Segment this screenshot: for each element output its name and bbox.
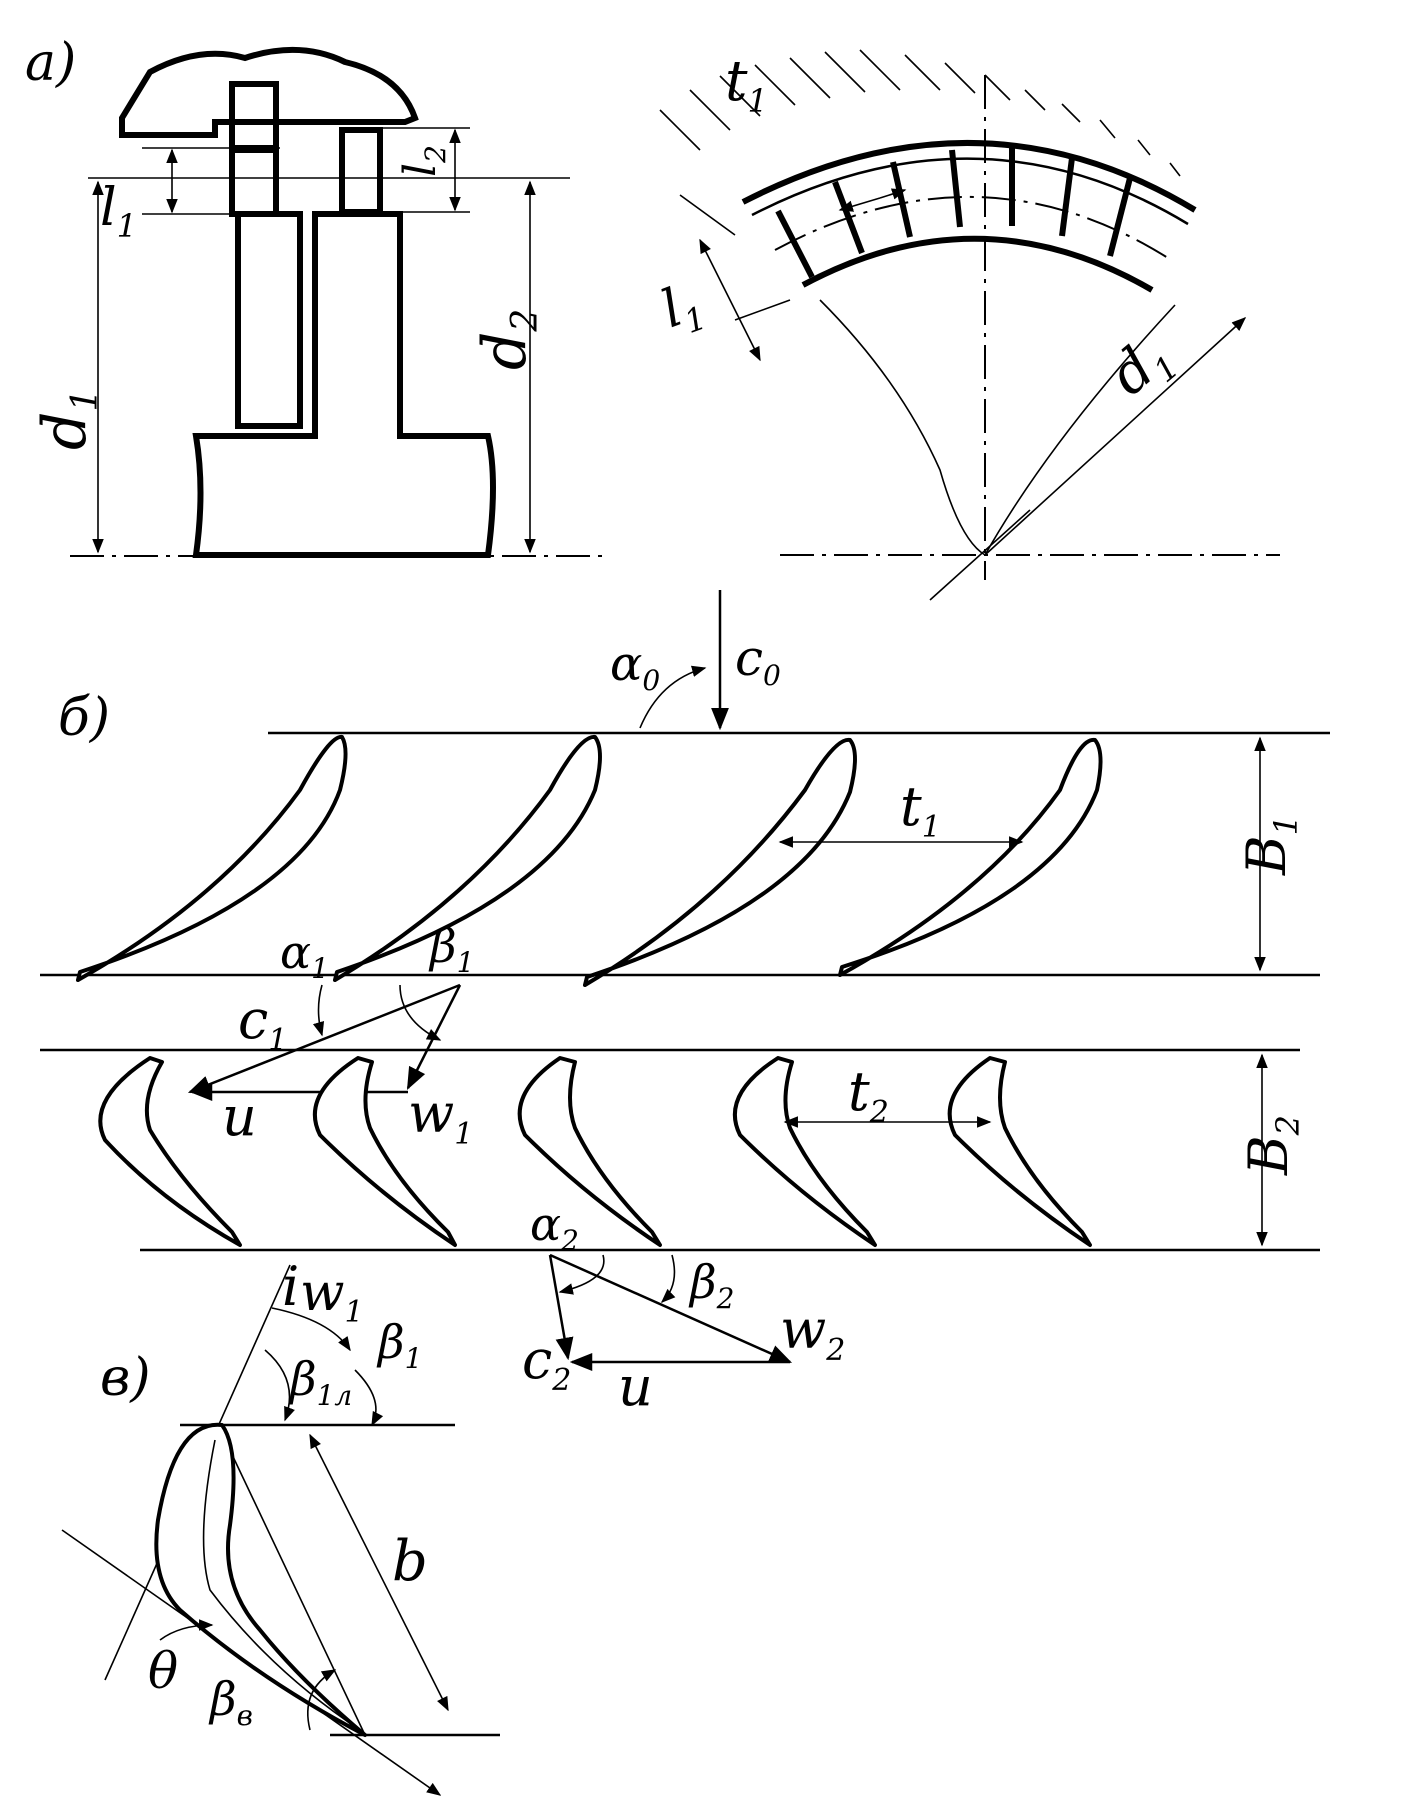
c2-label: c2 (522, 1328, 571, 1398)
nozzle-profile-1 (76, 735, 348, 982)
panel-c-profile: в) i w1 β1 β1л b θ βв (61, 1255, 500, 1796)
l2-label: l2 (395, 145, 452, 177)
B1-label: B1 (1235, 815, 1305, 876)
c1-label: c1 (238, 988, 287, 1058)
nozzle-profile-2 (333, 735, 602, 982)
nozzle-blade-tip (229, 147, 279, 217)
panel-a-label: a) (25, 33, 76, 93)
panel-b-label: б) (58, 688, 110, 748)
beta2-label: β2 (688, 1255, 734, 1315)
u-label-mid: u (222, 1085, 257, 1148)
diaphragm (235, 211, 303, 429)
B2-label: B2 (1237, 1115, 1307, 1176)
nozzle-profile-4 (838, 737, 1103, 977)
panel-c-label: в) (100, 1348, 151, 1408)
rotor-blade (339, 127, 383, 215)
l1-arc-label: l1 (654, 271, 712, 347)
c0-label: c0 (735, 629, 781, 692)
rotor-profile-2 (312, 1056, 457, 1247)
nozzle-blade (229, 81, 279, 151)
blade-row-arc-inner (801, 235, 1154, 293)
casing (119, 46, 419, 138)
t1-row-label: t1 (900, 775, 941, 845)
b-chord-label: b (392, 1529, 428, 1594)
blade-profile (154, 1422, 367, 1737)
beta1-c-label: β1 (376, 1315, 422, 1375)
panel-a-arc: t1 l1 d1 (654, 49, 1280, 601)
beta-b-label: βв (208, 1672, 253, 1732)
l1-label: l1 (100, 178, 137, 245)
i-label: i (282, 1255, 299, 1318)
alpha2-label: α2 (530, 1197, 579, 1257)
rotor-profile-5 (947, 1056, 1092, 1247)
alpha1-label: α1 (280, 925, 329, 985)
u-label-bottom: u (618, 1355, 653, 1418)
d1-arc-label: d1 (1098, 322, 1187, 413)
panel-a-section: a) l1 l2 d1 d2 (25, 33, 610, 558)
d2-label: d2 (470, 309, 546, 370)
w2-label: w2 (780, 1298, 845, 1368)
w1-label: w1 (408, 1082, 473, 1152)
w1-c-label: w1 (300, 1263, 364, 1330)
t2-label: t2 (848, 1060, 889, 1130)
beta1-label: β1 (428, 919, 474, 979)
d1-label: d1 (30, 389, 106, 450)
panel-b-cascades: б) α0 c0 t1 B1 α1 β1 c1 u w1 (40, 590, 1330, 1418)
rotor-profile-3 (517, 1056, 662, 1247)
theta-label: θ (148, 1642, 178, 1700)
t1-arc-label: t1 (725, 49, 768, 120)
alpha0-label: α0 (610, 636, 660, 697)
rotor-profile-1 (98, 1056, 242, 1247)
nozzle-profile-3 (583, 737, 857, 987)
beta1l-label: β1л (288, 1352, 352, 1412)
